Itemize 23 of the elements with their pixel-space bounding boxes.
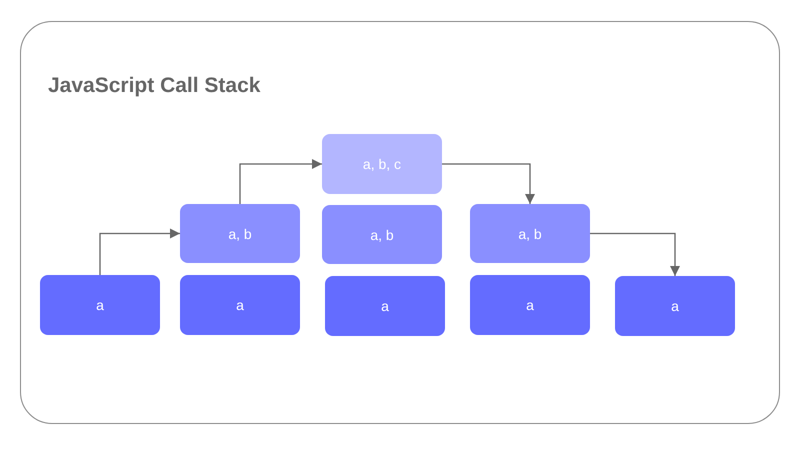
diagram-title: JavaScript Call Stack [48,74,260,98]
stack-frame-label: a, b [370,226,394,242]
stack-frame-label: a [671,298,679,314]
stack-frame-box [40,275,160,335]
stack-frame-label: a, b, c [362,156,402,172]
arrow [590,232,680,276]
stack-frame-label: a [381,298,389,314]
stack-frame-box [615,276,735,336]
stack-frame-label: a, b [518,226,542,242]
stack-frame-box [322,205,442,264]
stack-frame-box [180,275,300,335]
arrow [99,228,180,275]
stack-frame-box [325,276,445,336]
stack-frame-box [322,134,442,194]
arrow [239,159,322,204]
stack-frame-box [180,204,300,263]
stack-frame-label: a, b [228,226,252,242]
stack-frame-box [470,275,590,335]
stack-frame-label: a [236,297,244,313]
stack-frame-label: a [96,297,104,313]
stack-frame-label: a [526,297,534,313]
stack-frame-box [470,204,590,263]
arrow [442,163,535,204]
